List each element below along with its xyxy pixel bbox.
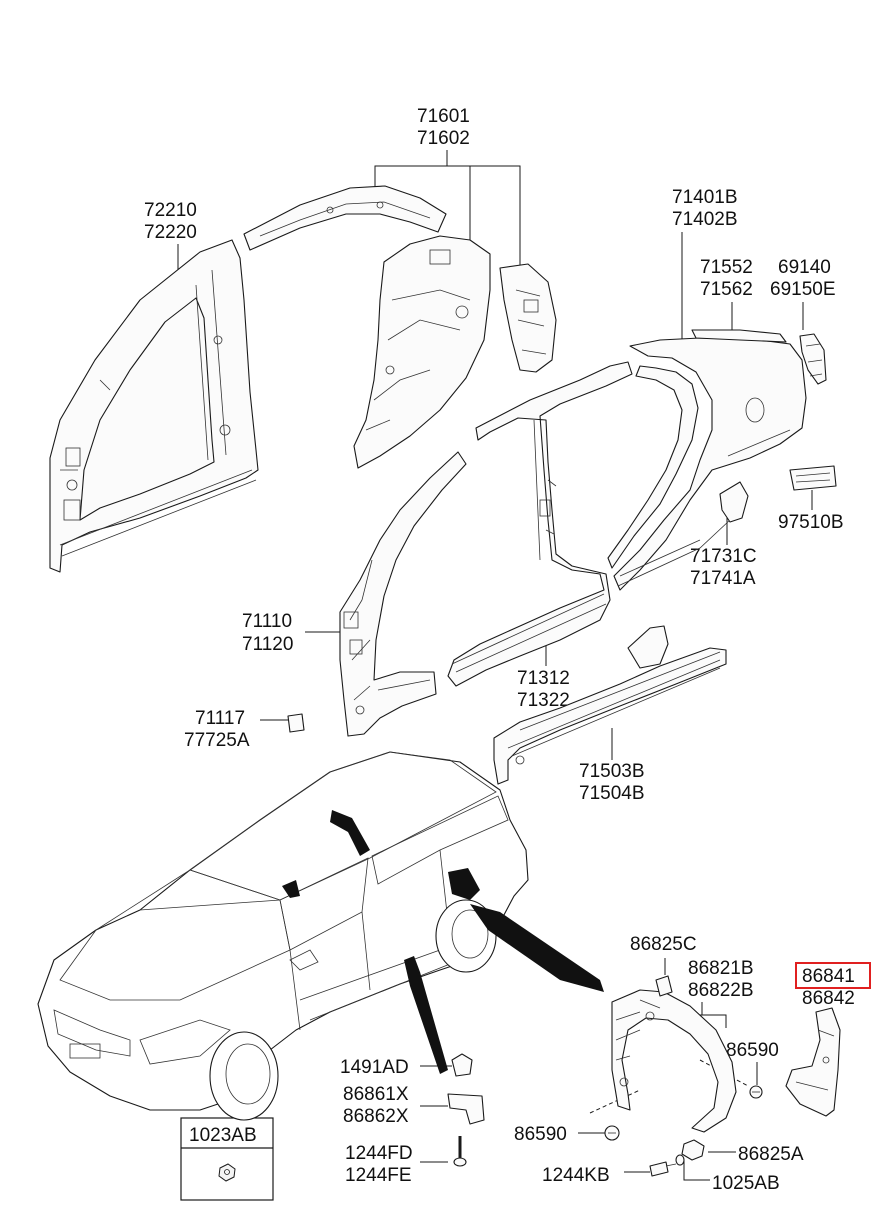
label-71504B: 71504B <box>579 783 645 804</box>
label-71552: 71552 <box>700 257 753 278</box>
label-1025AB: 1025AB <box>712 1173 780 1194</box>
label-86821B: 86821B <box>688 958 754 979</box>
label-71117: 71117 <box>195 708 245 729</box>
label-71602: 71602 <box>417 128 470 149</box>
label-86822B: 86822B <box>688 980 754 1001</box>
bolt-1244KB <box>649 1161 677 1177</box>
label-86842: 86842 <box>802 988 855 1009</box>
label-71401B: 71401B <box>672 187 738 208</box>
label-1244FE: 1244FE <box>345 1165 412 1186</box>
label-86825C: 86825C <box>630 934 697 955</box>
label-86861X: 86861X <box>343 1084 409 1105</box>
car-illustration <box>37 751 604 1121</box>
clip-86825C <box>655 975 673 997</box>
part-71401B-quarter-panel <box>607 329 837 591</box>
label-86590-right: 86590 <box>726 1040 779 1061</box>
label-1244KB: 1244KB <box>542 1165 610 1186</box>
part-71601-roof-rail-inner <box>243 185 557 469</box>
nut-icon <box>218 1163 236 1182</box>
label-1023AB: 1023AB <box>189 1125 257 1146</box>
label-86590-left: 86590 <box>514 1124 567 1145</box>
label-72210: 72210 <box>144 200 197 221</box>
label-71110: 71110 <box>242 611 292 632</box>
screw-86590-left <box>604 1125 620 1141</box>
label-71120: 71120 <box>242 634 293 655</box>
label-69140: 69140 <box>778 257 831 278</box>
label-1491AD: 1491AD <box>340 1057 409 1078</box>
label-77725A: 77725A <box>184 730 250 751</box>
label-69150E: 69150E <box>770 279 836 300</box>
label-86862X: 86862X <box>343 1106 409 1127</box>
clip-1491AD <box>451 1053 473 1077</box>
label-71562: 71562 <box>700 279 753 300</box>
part-71312-center-pillar <box>447 361 633 687</box>
part-71110-front-pillar <box>339 451 467 737</box>
label-71731C: 71731C <box>690 546 757 567</box>
part-71117-bracket <box>287 713 305 733</box>
label-86841: 86841 <box>802 966 855 987</box>
label-71601: 71601 <box>417 106 470 127</box>
label-72220: 72220 <box>144 222 197 243</box>
part-labels: 71601 71602 72210 72220 71401B 71402B 71… <box>144 106 855 1194</box>
bracket-86861X <box>447 1093 485 1125</box>
part-86821B-wheel-guard <box>611 989 737 1133</box>
label-71312: 71312 <box>517 668 570 689</box>
inset-box-1023AB: 1023AB <box>180 1117 274 1201</box>
part-72210-side-outer-frame <box>49 239 259 573</box>
label-71741A: 71741A <box>690 568 756 589</box>
part-86841-mud-guard <box>785 1007 841 1117</box>
label-86825A: 86825A <box>738 1144 804 1165</box>
label-71402B: 71402B <box>672 209 738 230</box>
part-71503B-rocker-sill <box>493 625 727 785</box>
screw-86590-right <box>749 1085 763 1099</box>
label-71322: 71322 <box>517 690 570 711</box>
label-1244FD: 1244FD <box>345 1143 413 1164</box>
hardware-fasteners <box>447 975 763 1177</box>
label-97510B: 97510B <box>778 512 844 533</box>
washer-1025AB <box>675 1154 685 1166</box>
highlight-box-86841 <box>795 962 871 989</box>
label-71503B: 71503B <box>579 761 645 782</box>
bolt-1244FD <box>453 1136 467 1167</box>
nut-86825A <box>681 1139 705 1161</box>
